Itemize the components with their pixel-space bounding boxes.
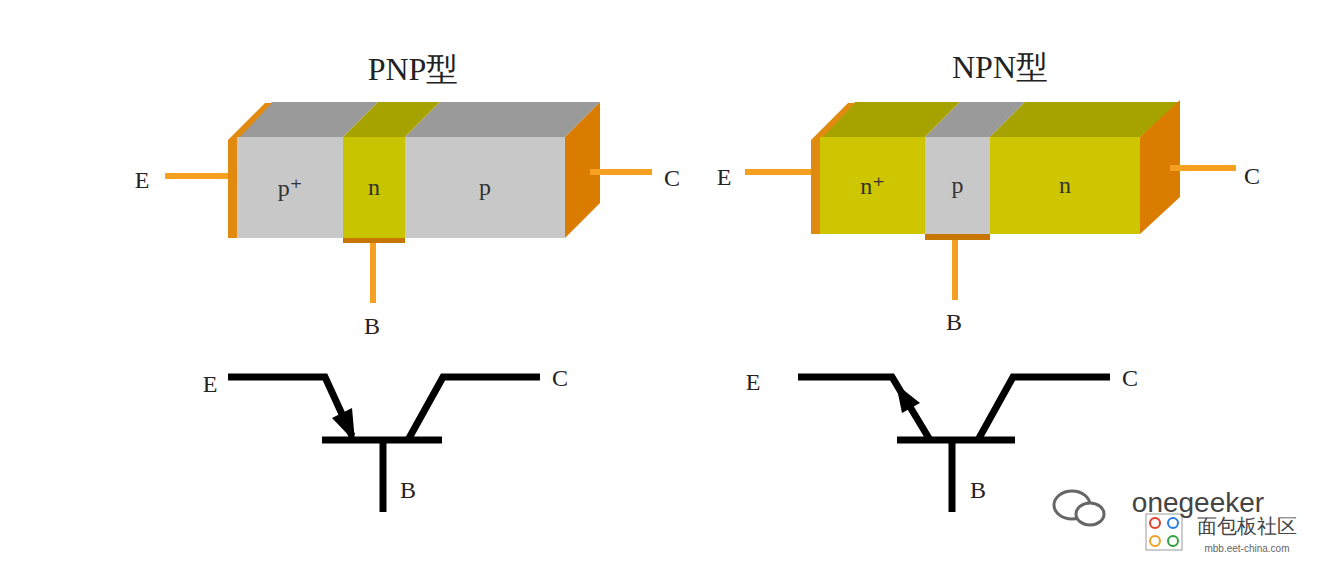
watermark: mbb.eet-china.com xyxy=(1204,543,1289,554)
npn-block xyxy=(745,100,1236,300)
pin-label: B xyxy=(400,477,416,504)
semiconductor-region: n xyxy=(343,137,405,238)
watermark: 面包板社区 xyxy=(1197,513,1297,540)
semiconductor-region: n xyxy=(990,137,1140,234)
region-label: p⁺ xyxy=(278,174,303,202)
pnp-block xyxy=(165,102,652,303)
semiconductor-region: n⁺ xyxy=(820,137,925,234)
pin-label: B xyxy=(970,477,986,504)
region-label: n xyxy=(1059,172,1071,199)
semiconductor-region: p xyxy=(925,137,990,234)
region-label: p xyxy=(479,174,491,201)
pin-label: C xyxy=(1122,365,1138,392)
semiconductor-region: p xyxy=(405,137,565,238)
pin-label: B xyxy=(364,313,380,340)
title: NPN型 xyxy=(952,46,1048,90)
pin-label: C xyxy=(664,165,680,192)
pnp-symbol xyxy=(228,377,540,512)
region-label: n⁺ xyxy=(860,172,885,200)
pin-label: B xyxy=(946,309,962,336)
pin-label: C xyxy=(1244,163,1260,190)
region-label: n xyxy=(368,174,380,201)
region-label: p xyxy=(952,172,964,199)
pin-label: E xyxy=(203,371,218,398)
pin-label: E xyxy=(717,164,732,191)
watermark: onegeeker xyxy=(1132,487,1264,519)
pin-label: C xyxy=(552,365,568,392)
pin-label: E xyxy=(135,167,150,194)
title: PNP型 xyxy=(368,48,459,92)
semiconductor-region: p⁺ xyxy=(237,137,343,238)
pin-label: E xyxy=(746,369,761,396)
